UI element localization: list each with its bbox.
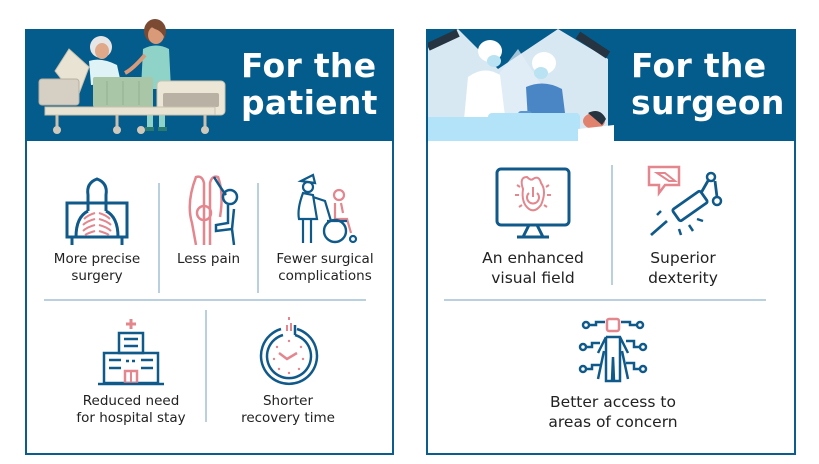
body-circuit-icon [578,317,648,383]
benefit-enhanced-visual-field: An enhanced visual field [458,165,608,288]
surgeon-vertical-separator [611,165,613,285]
benefit-superior-dexterity: Superior dexterity [618,163,748,288]
patient-vertical-separator-2 [257,183,259,293]
benefit-reduced-hospital-stay: Reduced need for hospital stay [63,317,199,427]
wheelchair-nurse-icon [297,173,358,244]
surgeon-panel: For the surgeon An enhanced v [426,29,796,455]
benefit-label: An enhanced visual field [482,249,584,287]
benefit-less-pain: Less pain [161,173,256,268]
patient-title: For the patient [241,47,378,121]
benefit-fewer-complications: Fewer surgical complications [260,173,390,285]
patient-header: For the patient [25,29,394,141]
robotic-arm-icon [647,165,723,237]
hands-pain-icon [188,175,238,245]
patient-vertical-separator-3 [205,310,207,422]
benefit-label: Better access to areas of concern [548,393,678,431]
benefit-label: More precise surgery [53,251,141,284]
benefit-label: Shorter recovery time [241,393,335,426]
patient-title-line2: patient [241,83,378,122]
surgeon-title-line2: surgeon [631,83,785,122]
nurse-patient-illustration [38,19,226,134]
benefit-label: Superior dexterity [648,249,718,287]
patient-title-line1: For the [241,46,377,85]
surgeon-title-line1: For the [631,46,767,85]
monitor-heart-icon [495,167,571,239]
chest-xray-icon [65,177,129,245]
surgeon-horizontal-divider [444,299,766,301]
surgeons-operating-illustration [428,29,614,141]
patient-horizontal-divider [44,299,366,301]
benefit-better-access: Better access to areas of concern [523,317,703,432]
benefit-label: Reduced need for hospital stay [76,393,186,426]
benefit-label: Fewer surgical complications [276,251,374,284]
benefit-more-precise-surgery: More precise surgery [37,173,157,285]
hospital-building-icon [98,319,164,386]
stopwatch-icon [259,317,319,385]
benefit-shorter-recovery: Shorter recovery time [223,317,353,427]
surgeon-header: For the surgeon [426,29,796,141]
patient-vertical-separator-1 [158,183,160,293]
surgeon-title: For the surgeon [631,47,785,121]
benefit-label: Less pain [176,251,241,267]
patient-panel: For the patient [25,19,394,455]
